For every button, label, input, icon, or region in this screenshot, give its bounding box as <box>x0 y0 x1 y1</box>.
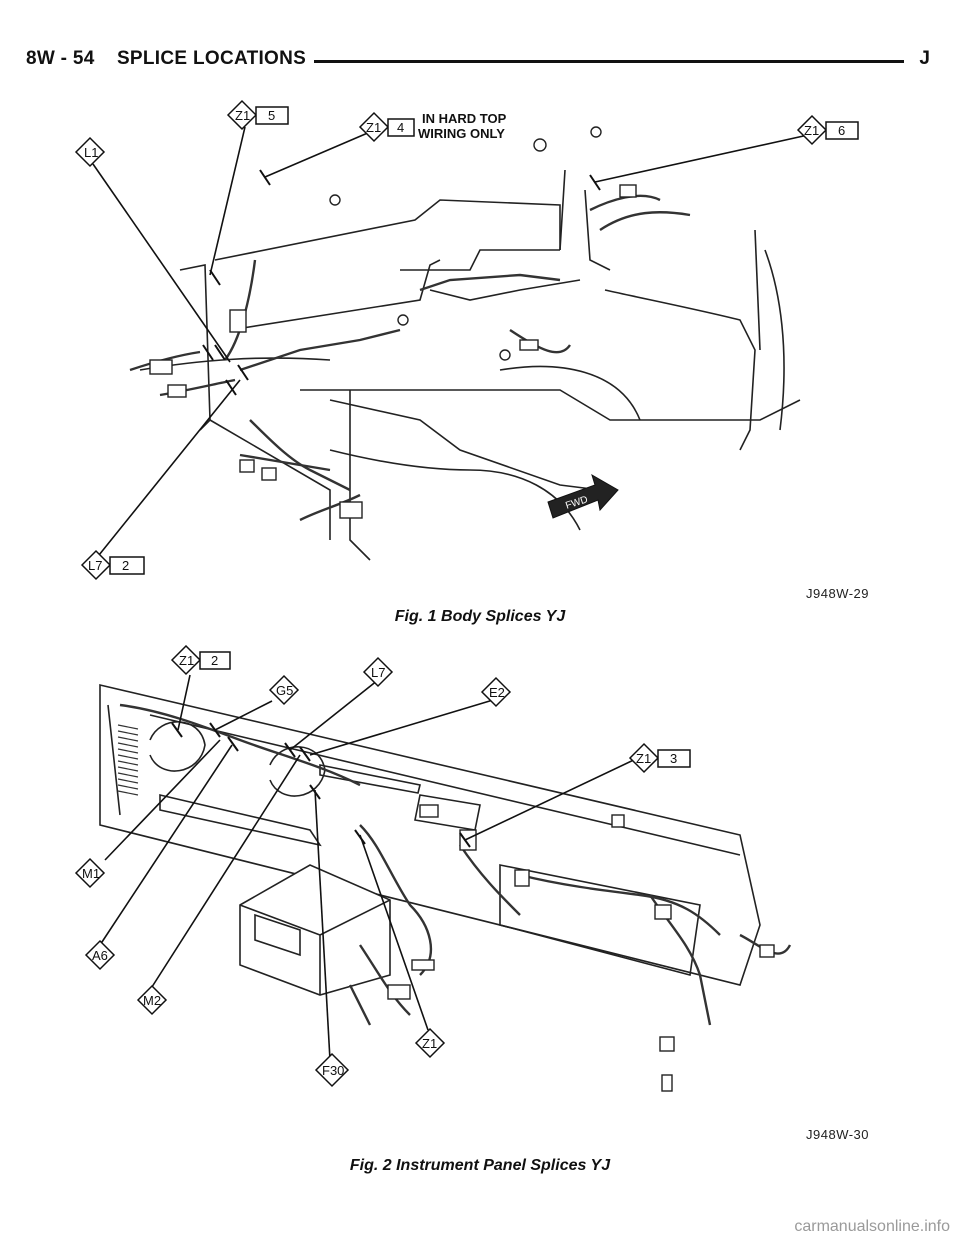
callout-z1-5-num: 5 <box>268 108 275 123</box>
callout-leaders <box>92 126 809 561</box>
connectors <box>149 126 637 519</box>
panel-wiring <box>119 703 792 1026</box>
figure1-caption: Fig. 1 Body Splices YJ <box>394 608 566 625</box>
header-mark: J <box>919 48 930 69</box>
callout-m1: M1 <box>74 857 106 889</box>
body-splices-diagram: L1 Z1 5 Z1 4 IN HARD TOP WIRING ONLY Z1 <box>74 99 859 581</box>
callout-z1-2-num: 2 <box>211 653 218 668</box>
callout-z1-6-num: 6 <box>838 123 845 138</box>
callout-f30-label: F30 <box>322 1063 344 1078</box>
figure2-code: J948W-30 <box>806 1127 870 1142</box>
callout-l7-2-num: 2 <box>122 558 129 573</box>
panel-callout-leaders <box>99 674 641 1061</box>
callout-l7: L7 <box>362 656 394 688</box>
callout-z1-4-label: Z1 <box>366 120 381 135</box>
instrument-panel-diagram: Z1 2 G5 L7 E2 Z1 3 M <box>74 645 792 1092</box>
callout-l7-label: L7 <box>371 665 385 680</box>
panel-callout-tags: Z1 2 G5 L7 E2 Z1 3 M <box>74 645 691 1088</box>
callout-z1-5-label: Z1 <box>235 108 250 123</box>
callout-z1-6-label: Z1 <box>804 123 819 138</box>
callout-z1-3-num: 3 <box>670 751 677 766</box>
header-rule <box>314 60 904 63</box>
header-section: 8W - 54 <box>26 48 95 69</box>
wiring-harness <box>129 194 691 522</box>
callout-z1-label: Z1 <box>422 1036 437 1051</box>
callout-z1: Z1 <box>414 1027 446 1059</box>
splice-markers <box>202 169 601 396</box>
hard-top-note-line2: WIRING ONLY <box>418 126 505 141</box>
callout-z1-4-num: 4 <box>397 120 404 135</box>
vent-slots <box>117 724 139 796</box>
callout-m1-label: M1 <box>82 866 100 881</box>
callout-m2: M2 <box>136 984 168 1016</box>
figure2-caption: Fig. 2 Instrument Panel Splices YJ <box>349 1157 611 1174</box>
module-box <box>239 864 391 996</box>
header-title: SPLICE LOCATIONS <box>116 48 307 69</box>
callout-z1-4: Z1 4 IN HARD TOP WIRING ONLY <box>358 111 507 143</box>
callout-a6-label: A6 <box>92 948 108 963</box>
callout-f30: F30 <box>314 1052 350 1088</box>
callout-tags: L1 Z1 5 Z1 4 IN HARD TOP WIRING ONLY Z1 <box>74 99 859 581</box>
callout-a6: A6 <box>84 939 116 971</box>
callout-l1-label: L1 <box>84 145 98 160</box>
callout-z1-2-label: Z1 <box>179 653 194 668</box>
callout-g5-label: G5 <box>276 683 293 698</box>
figure1-code: J948W-29 <box>806 586 870 601</box>
hard-top-note-line1: IN HARD TOP <box>422 111 507 126</box>
callout-z1-2: Z1 2 <box>170 645 231 676</box>
callout-z1-6: Z1 6 <box>796 114 859 146</box>
callout-l7-2-label: L7 <box>88 558 102 573</box>
callout-l1: L1 <box>74 136 106 168</box>
watermark: carmanualsonline.info <box>794 1218 950 1235</box>
callout-g5: G5 <box>268 674 300 706</box>
figure-body-splices: L1 Z1 5 Z1 4 IN HARD TOP WIRING ONLY Z1 <box>0 90 960 630</box>
callout-e2: E2 <box>480 676 512 708</box>
panel-outline <box>99 683 761 986</box>
callout-m2-label: M2 <box>143 993 161 1008</box>
body-outline <box>139 169 801 561</box>
callout-z1-5: Z1 5 <box>226 99 289 131</box>
page-header: 8W - 54 SPLICE LOCATIONS J <box>26 44 930 78</box>
callout-e2-label: E2 <box>489 685 505 700</box>
panel-splice-markers <box>171 722 471 848</box>
callout-l7-2: L7 2 <box>80 549 145 581</box>
forward-arrow: FWD <box>547 473 619 519</box>
callout-z1-3-label: Z1 <box>636 751 651 766</box>
figure-instrument-panel-splices: Z1 2 G5 L7 E2 Z1 3 M <box>0 645 960 1185</box>
callout-z1-3: Z1 3 <box>628 742 691 774</box>
header-section-title: 8W - 54 SPLICE LOCATIONS <box>26 48 306 70</box>
panel-connectors <box>387 804 775 1092</box>
